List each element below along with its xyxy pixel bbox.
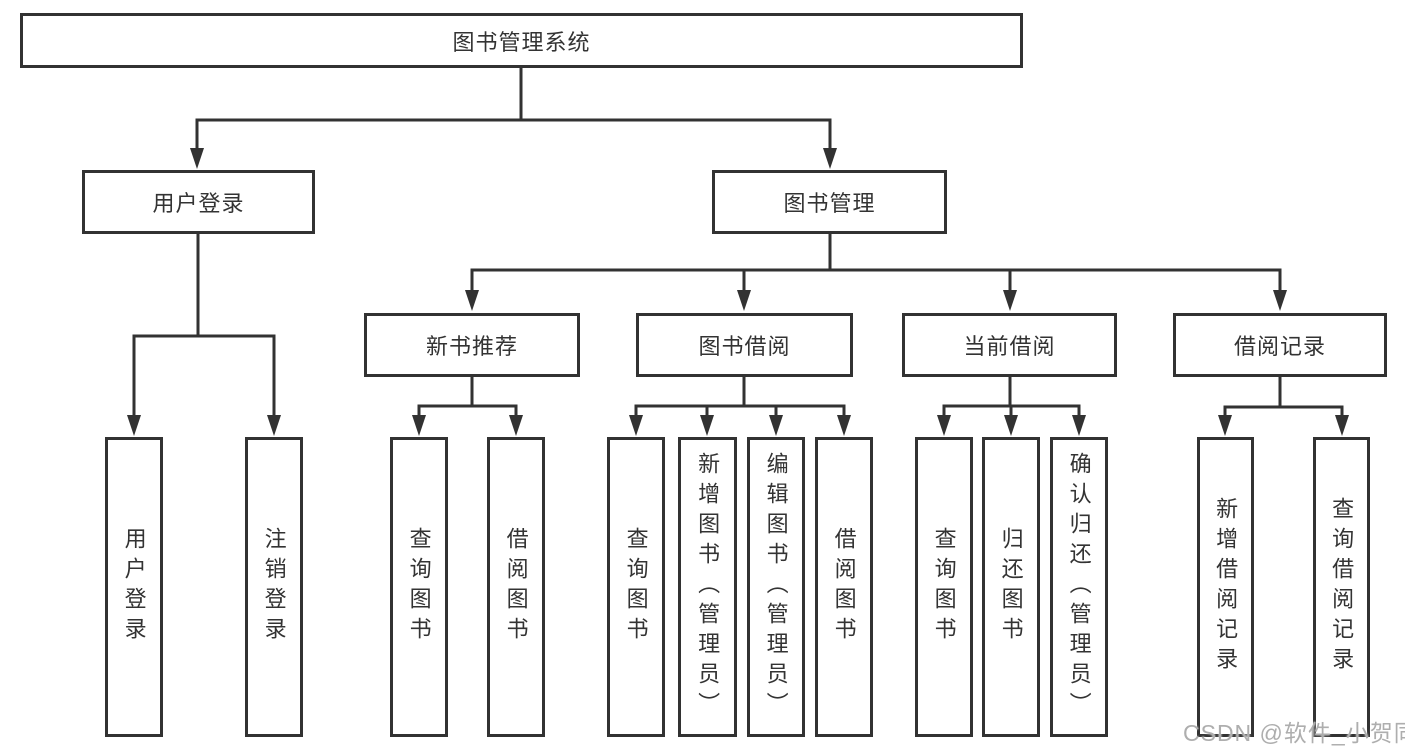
leaf-bb-add-books-admin: 新增图书（管理员） bbox=[678, 437, 737, 737]
node-user-login: 用户登录 bbox=[82, 170, 315, 234]
leaf-bb-edit-books-admin: 编辑图书（管理员） bbox=[747, 437, 805, 737]
leaf-br-query-record: 查询借阅记录 bbox=[1313, 437, 1370, 737]
leaf-nb-borrow-books-label: 借阅图书 bbox=[503, 527, 529, 647]
leaf-br-add-record: 新增借阅记录 bbox=[1197, 437, 1254, 737]
node-book-management: 图书管理 bbox=[712, 170, 947, 234]
leaf-bb-query-books: 查询图书 bbox=[607, 437, 665, 737]
leaf-cb-query-books: 查询图书 bbox=[915, 437, 973, 737]
leaf-br-query-record-label: 查询借阅记录 bbox=[1329, 497, 1355, 677]
leaf-cb-return-books-label: 归还图书 bbox=[998, 527, 1024, 647]
node-root: 图书管理系统 bbox=[20, 13, 1023, 68]
node-book-borrow: 图书借阅 bbox=[636, 313, 853, 377]
leaf-nb-query-books-label: 查询图书 bbox=[406, 527, 432, 647]
leaf-user-login: 用户登录 bbox=[105, 437, 163, 737]
leaf-bb-borrow-books: 借阅图书 bbox=[815, 437, 873, 737]
leaf-nb-query-books: 查询图书 bbox=[390, 437, 448, 737]
watermark: CSDN @软件_小贺同学 bbox=[1183, 720, 1405, 746]
node-new-book-recommend: 新书推荐 bbox=[364, 313, 580, 377]
leaf-logout: 注销登录 bbox=[245, 437, 303, 737]
leaf-cb-confirm-return-admin-label: 确认归还（管理员） bbox=[1066, 452, 1092, 722]
leaf-bb-borrow-books-label: 借阅图书 bbox=[831, 527, 857, 647]
leaf-bb-query-books-label: 查询图书 bbox=[623, 527, 649, 647]
leaf-cb-return-books: 归还图书 bbox=[982, 437, 1040, 737]
leaf-bb-edit-books-admin-label: 编辑图书（管理员） bbox=[763, 452, 789, 722]
leaf-cb-query-books-label: 查询图书 bbox=[931, 527, 957, 647]
node-current-borrow: 当前借阅 bbox=[902, 313, 1117, 377]
node-borrow-records: 借阅记录 bbox=[1173, 313, 1387, 377]
leaf-br-add-record-label: 新增借阅记录 bbox=[1213, 497, 1239, 677]
arrowhead-icons bbox=[127, 148, 1349, 436]
leaf-bb-add-books-admin-label: 新增图书（管理员） bbox=[695, 452, 721, 722]
leaf-user-login-label: 用户登录 bbox=[121, 527, 147, 647]
leaf-nb-borrow-books: 借阅图书 bbox=[487, 437, 545, 737]
leaf-logout-label: 注销登录 bbox=[261, 527, 287, 647]
leaf-cb-confirm-return-admin: 确认归还（管理员） bbox=[1050, 437, 1108, 737]
